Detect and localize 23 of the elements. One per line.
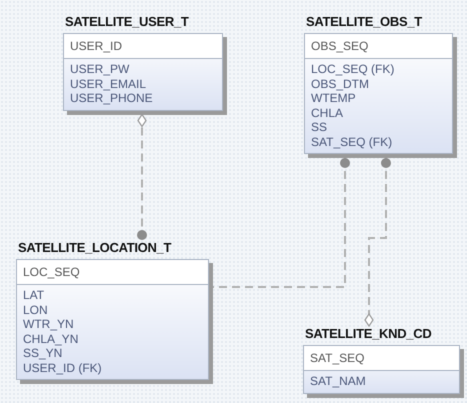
table-name: SATELLITE_KND_CD <box>305 326 432 341</box>
attribute-name: CHLA <box>311 106 344 120</box>
attribute-name: CHLA_YN <box>23 332 78 346</box>
table-name: SATELLITE_USER_T <box>65 14 190 29</box>
relationship-line <box>213 158 350 288</box>
attribute-name: SAT_SEQ (FK) <box>311 134 392 149</box>
attribute-name: USER_PW <box>70 62 130 76</box>
attribute-name: WTR_YN <box>23 317 74 332</box>
attribute-name: USER_EMAIL <box>70 76 146 91</box>
table-name: SATELLITE_OBS_T <box>306 14 423 29</box>
attribute-name: SS_YN <box>23 346 62 360</box>
attribute-name: WTEMP <box>311 91 356 106</box>
attribute-name: LAT <box>23 288 44 302</box>
attribute-name: SAT_NAM <box>310 374 366 388</box>
attribute-name: OBS_DTM <box>311 76 370 91</box>
attribute-name: LON <box>23 302 48 317</box>
relationship-line <box>364 158 391 327</box>
attribute-name: USER_ID (FK) <box>23 360 102 375</box>
attribute-name: SS <box>311 120 328 134</box>
relationship-line <box>137 114 147 240</box>
attribute-name: USER_PHONE <box>70 91 153 106</box>
table-name: SATELLITE_LOCATION_T <box>18 240 172 255</box>
attribute-name: LOC_SEQ (FK) <box>311 62 394 76</box>
